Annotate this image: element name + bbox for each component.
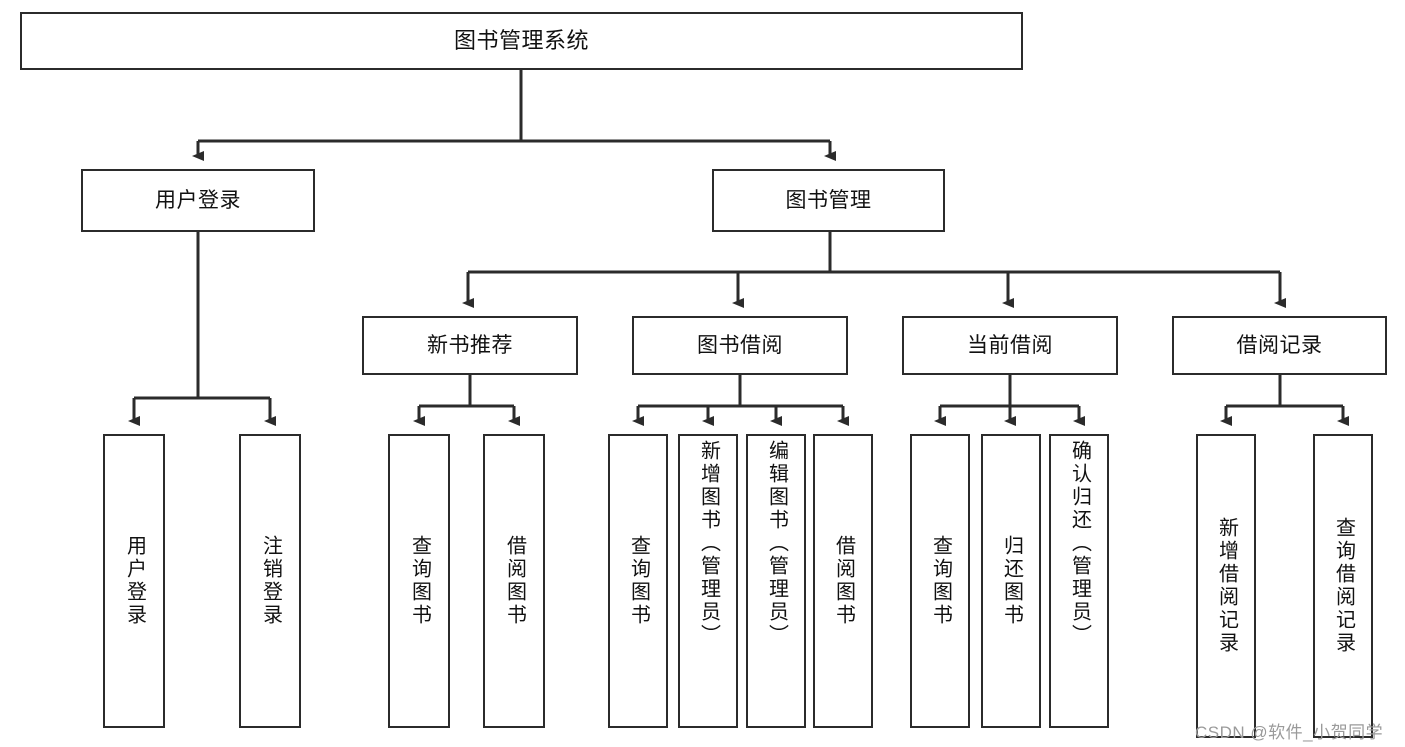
csdn-watermark: CSDN @软件_小贺同学 — [1195, 723, 1384, 742]
node-user-login[interactable]: 用户登录 — [81, 169, 315, 232]
node-label: 查询图书 — [627, 535, 650, 627]
node-label: 图书管理系统 — [453, 27, 589, 53]
node-leaf-confirm-return[interactable]: 确认归还（管理员） — [1049, 434, 1109, 728]
node-leaf-borrow-book-2[interactable]: 借阅图书 — [813, 434, 873, 728]
node-label: 用户登录 — [155, 188, 241, 212]
node-leaf-edit-book[interactable]: 编辑图书（管理员） — [746, 434, 806, 728]
node-leaf-borrow-book-1[interactable]: 借阅图书 — [483, 434, 545, 728]
node-root-system[interactable]: 图书管理系统 — [20, 12, 1023, 70]
node-label: 用户登录 — [123, 535, 146, 627]
node-new-book-recommend[interactable]: 新书推荐 — [362, 316, 578, 375]
node-leaf-add-record[interactable]: 新增借阅记录 — [1196, 434, 1256, 738]
node-label: 借阅记录 — [1236, 333, 1323, 357]
node-leaf-add-book[interactable]: 新增图书（管理员） — [678, 434, 738, 728]
node-leaf-user-logout[interactable]: 注销登录 — [239, 434, 301, 728]
node-leaf-return-book[interactable]: 归还图书 — [981, 434, 1041, 728]
node-label: 图书管理 — [785, 188, 872, 212]
node-label: 查询图书 — [408, 535, 431, 627]
node-label: 借阅图书 — [503, 535, 526, 627]
node-borrow-record[interactable]: 借阅记录 — [1172, 316, 1387, 375]
node-leaf-query-record[interactable]: 查询借阅记录 — [1313, 434, 1373, 738]
node-leaf-user-login[interactable]: 用户登录 — [103, 434, 165, 728]
node-label: 注销登录 — [259, 535, 282, 627]
node-label: 图书借阅 — [697, 333, 783, 357]
node-label: 确认归还（管理员） — [1068, 440, 1091, 647]
node-label: 查询借阅记录 — [1332, 517, 1355, 655]
node-label: 借阅图书 — [832, 535, 855, 627]
node-book-manage[interactable]: 图书管理 — [712, 169, 945, 232]
node-label: 当前借阅 — [967, 333, 1053, 357]
node-label: 编辑图书（管理员） — [765, 440, 788, 647]
node-label: 新书推荐 — [427, 333, 513, 357]
node-label: 新增借阅记录 — [1215, 517, 1238, 655]
node-leaf-query-book-3[interactable]: 查询图书 — [910, 434, 970, 728]
node-label: 查询图书 — [929, 535, 952, 627]
node-leaf-query-book-2[interactable]: 查询图书 — [608, 434, 668, 728]
node-current-borrow[interactable]: 当前借阅 — [902, 316, 1118, 375]
node-leaf-query-book-1[interactable]: 查询图书 — [388, 434, 450, 728]
node-label: 新增图书（管理员） — [697, 440, 720, 647]
node-book-borrow[interactable]: 图书借阅 — [632, 316, 848, 375]
node-label: 归还图书 — [1000, 535, 1023, 627]
